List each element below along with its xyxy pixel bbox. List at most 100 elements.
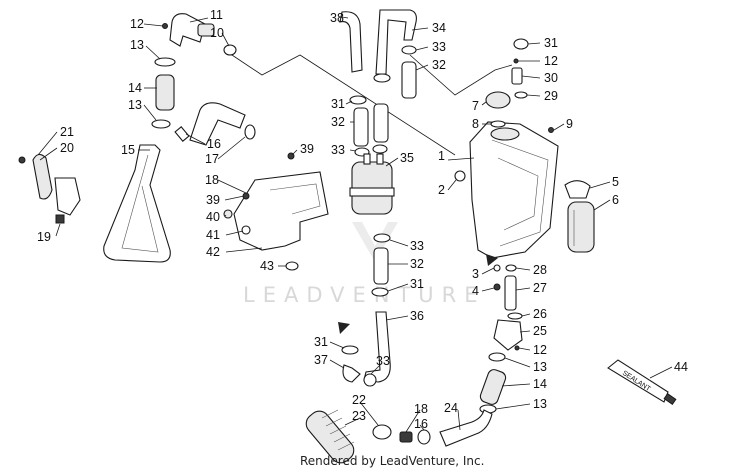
callout-10: 10 (210, 26, 224, 40)
leader-33b (349, 149, 357, 152)
leader-11 (189, 17, 209, 23)
screw-12-right (513, 58, 519, 64)
leader-5 (589, 181, 611, 189)
callout-27: 27 (533, 281, 547, 295)
hose-38 (339, 11, 363, 73)
leader-26 (521, 313, 531, 317)
clamp-part-3 (244, 124, 256, 140)
callout-4: 4 (472, 284, 479, 298)
callout-3: 3 (472, 267, 479, 281)
leader-22 (359, 401, 379, 426)
callout-43: 43 (260, 259, 274, 273)
leader-27 (515, 287, 531, 291)
leader-9 (553, 123, 565, 131)
leader-31d (329, 341, 345, 349)
canister-bracket-group (223, 152, 329, 271)
grommet-2 (454, 170, 466, 182)
leader-12c (518, 347, 531, 351)
hose-36 (363, 311, 391, 383)
leader-10 (221, 32, 230, 47)
assembly-outline-right (409, 54, 513, 96)
callout-7: 7 (472, 99, 479, 113)
leader-31c (387, 283, 409, 292)
leader-16b (419, 424, 425, 431)
callout-32: 32 (432, 58, 446, 72)
callout-33-b: 33 (331, 143, 345, 157)
watermark-logo-icon (352, 222, 398, 262)
leader-29 (526, 94, 541, 97)
leader-21 (37, 131, 58, 156)
callout-13-d: 13 (533, 397, 547, 411)
bent-hose-part (189, 102, 246, 146)
callout-22: 22 (352, 393, 366, 407)
leader-lines (37, 16, 673, 433)
air-box-opening (490, 127, 520, 141)
leader-18b (405, 409, 421, 433)
callout-40: 40 (206, 210, 220, 224)
callout-32-c: 32 (410, 257, 424, 271)
hose-end-33 (401, 45, 417, 55)
filter-cap-5 (564, 180, 591, 199)
callout-35: 35 (400, 151, 414, 165)
callout-1: 1 (438, 149, 445, 163)
leader-19 (55, 223, 61, 237)
callout-11: 11 (210, 8, 223, 22)
leader-2 (447, 179, 457, 191)
callout-23: 23 (352, 409, 366, 423)
clamp-18 (399, 431, 413, 443)
leader-12a (143, 23, 164, 27)
elbow-part (169, 13, 206, 47)
air-box-inner-2 (497, 157, 539, 231)
bottom-hose-group (305, 409, 493, 464)
leader-35 (385, 157, 399, 167)
lower-hose-group (338, 233, 391, 387)
leader-39b (224, 195, 245, 201)
leader-28 (515, 267, 531, 271)
callout-28: 28 (533, 263, 547, 277)
canister-bracket (233, 171, 329, 251)
clamp-31-top (373, 73, 391, 83)
callout-29: 29 (544, 89, 558, 103)
leader-34 (411, 27, 429, 31)
sealant-tube (607, 359, 669, 403)
long-hose-part (103, 144, 171, 263)
callout-31-b: 31 (331, 97, 345, 111)
clamp-31-low (371, 287, 389, 297)
hose-inner (121, 154, 159, 253)
leader-14b (501, 383, 531, 387)
sealant-nozzle (663, 392, 677, 406)
leader-13c (504, 357, 531, 368)
canister-group (349, 153, 395, 215)
leader-31b (527, 42, 541, 45)
hose-32b-left (353, 107, 369, 147)
hose-34 (375, 9, 417, 75)
flange-25 (493, 319, 523, 351)
screw-9 (548, 127, 554, 133)
hose-assembly (103, 102, 256, 263)
arrow-marker (338, 322, 350, 334)
grommet-41 (241, 225, 251, 235)
callout-39: 39 (300, 142, 314, 156)
callout-13: 13 (130, 38, 144, 52)
leader-33a (415, 46, 429, 51)
leader-33d (370, 364, 381, 375)
bushing-40 (223, 209, 233, 219)
callout-31-d: 31 (314, 335, 328, 349)
leader-39a (291, 149, 298, 156)
clamp-part-2 (151, 119, 171, 129)
leader-3 (481, 267, 495, 275)
tube-27 (504, 275, 517, 311)
callout-32-b: 32 (331, 115, 345, 129)
callout-34: 34 (432, 21, 446, 35)
callout-38: 38 (330, 11, 344, 25)
hose-end-33-low (373, 233, 391, 243)
hose-14 (479, 369, 507, 405)
leader-30 (521, 75, 541, 79)
leader-41 (225, 230, 244, 236)
callout-2: 2 (438, 183, 445, 197)
leader-7 (481, 101, 487, 106)
coupler-part (174, 126, 190, 142)
callout-33-c: 33 (410, 239, 424, 253)
callout-33: 33 (432, 40, 446, 54)
